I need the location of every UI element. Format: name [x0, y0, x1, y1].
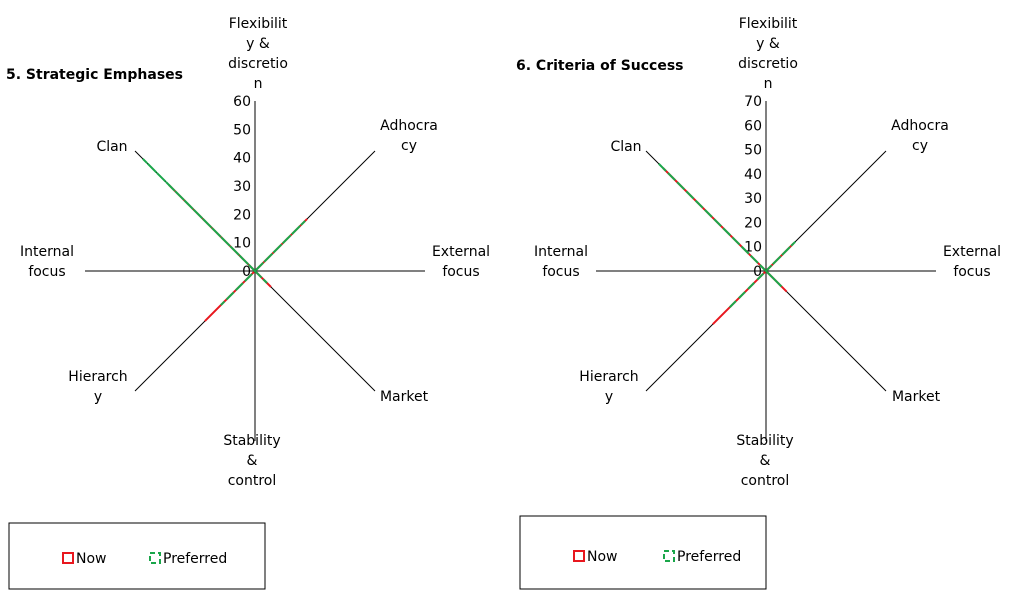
axis-label-stability: Stability&control [736, 433, 793, 489]
axis-label-clan: Clan [610, 139, 641, 155]
legend-swatch-preferred [149, 552, 161, 564]
legend-swatch-preferred [663, 550, 675, 562]
axis-label-clan: Clan [96, 139, 127, 155]
tick-label: 20 [744, 215, 762, 231]
legend-label-preferred: Preferred [163, 551, 227, 567]
legend-swatch-now [62, 552, 74, 564]
legend: Now Preferred [8, 522, 266, 590]
tick-label: 0 [753, 264, 762, 280]
legend: Now Preferred [519, 515, 767, 590]
radar-chart-criteria-of-success: 6. Criteria of Success 0 10 20 30 40 50 60 70 Fl… [516, 16, 1001, 590]
chart-title: 6. Criteria of Success [516, 58, 684, 74]
axis-label-stability: Stability&control [223, 433, 280, 489]
series-now-polygon [662, 167, 795, 325]
axis-label-market: Market [892, 389, 941, 405]
radar-chart-strategic-emphases: 5. Strategic Emphases 0 10 20 30 40 50 60 Flexi… [6, 16, 490, 590]
tick-label: 40 [233, 151, 251, 167]
tick-label: 30 [233, 179, 251, 195]
legend-box [519, 515, 767, 590]
legend-label-preferred: Preferred [677, 549, 741, 565]
legend-label-now: Now [76, 551, 107, 567]
series-preferred-polygon [657, 162, 796, 310]
tick-label: 60 [744, 118, 762, 134]
tick-label: 10 [233, 236, 251, 252]
legend-box [8, 522, 266, 590]
tick-label: 60 [233, 94, 251, 110]
tick-label: 50 [233, 122, 251, 138]
tick-label: 0 [242, 264, 251, 280]
axis-line-market [254, 270, 376, 392]
tick-label: 70 [744, 94, 762, 110]
axis-label-market: Market [380, 389, 429, 405]
series-preferred-polygon [142, 158, 306, 306]
tick-label: 20 [233, 207, 251, 223]
tick-label: 40 [744, 167, 762, 183]
legend-swatch-now [573, 550, 585, 562]
legend-label-now: Now [587, 549, 618, 565]
tick-label: 10 [744, 240, 762, 256]
tick-label: 30 [744, 191, 762, 207]
chart-title: 5. Strategic Emphases [6, 67, 183, 83]
tick-label: 50 [744, 143, 762, 159]
